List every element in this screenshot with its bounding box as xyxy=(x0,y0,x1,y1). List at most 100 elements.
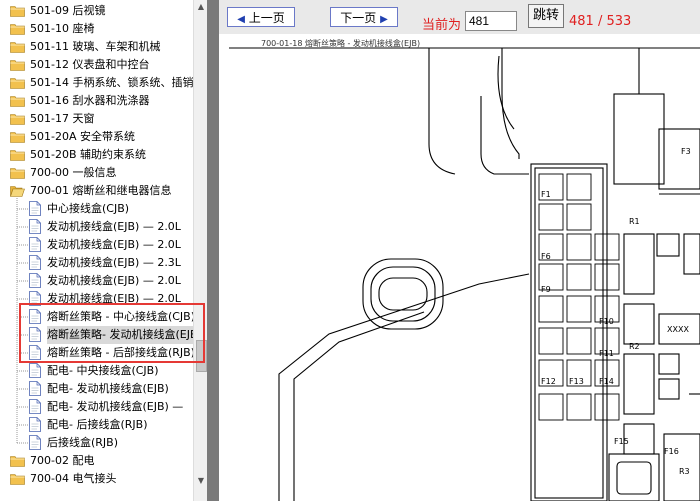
tree-item-label: 700-02 配电 xyxy=(30,454,95,467)
document-icon xyxy=(29,273,41,288)
tree-document-item[interactable]: 发动机接线盒(EJB) — 2.3L xyxy=(0,254,193,272)
tree-vertical-scrollbar[interactable]: ▲ ▼ xyxy=(193,0,207,501)
document-icon xyxy=(29,237,41,252)
tree-item-label: 发动机接线盒(EJB) — 2.0L xyxy=(47,274,181,287)
highlight-callout-box xyxy=(19,303,205,363)
document-icon xyxy=(29,327,41,342)
tree-document-item[interactable]: 发动机接线盒(EJB) — 2.0L xyxy=(0,272,193,290)
document-viewer: ◀ 上一页 下一页 ▶ 当前为 跳转 481 / 533 700-01-18 熔… xyxy=(219,0,700,501)
document-page: 700-01-18 熔断丝策略 - 发动机接线盒(EJB) xyxy=(219,34,700,501)
prev-page-button[interactable]: ◀ 上一页 xyxy=(227,7,295,27)
tree-item-label: 501-20A 安全带系统 xyxy=(30,130,135,143)
pane-splitter[interactable] xyxy=(207,0,219,501)
tree-item-label: 熔断丝策略 - 后部接线盒(RJB) xyxy=(47,346,193,359)
tree-item-label: 配电- 中央接线盒(CJB) xyxy=(47,364,159,377)
tree-folder-item[interactable]: 501-16 刮水器和洗涤器 xyxy=(0,92,193,110)
arrow-right-icon: ▶ xyxy=(380,14,388,25)
tree-item-label: 熔断丝策略- 发动机接线盒(EJB) xyxy=(47,326,193,344)
folder-icon xyxy=(10,455,25,467)
tree-document-item[interactable]: 中心接线盒(CJB) xyxy=(0,200,193,218)
next-page-label: 下一页 xyxy=(340,11,377,25)
folder-icon xyxy=(10,95,25,107)
tree-folder-item[interactable]: 501-14 手柄系统、锁系统、插销 xyxy=(0,74,193,92)
label-f6: F6 xyxy=(541,252,551,261)
tree-item-label: 501-17 天窗 xyxy=(30,112,95,125)
tree-item-label: 501-14 手柄系统、锁系统、插销 xyxy=(30,76,193,89)
tree-item-label: 发动机接线盒(EJB) — 2.0L xyxy=(47,238,181,251)
page-count: 481 / 533 xyxy=(569,14,632,29)
page-toolbar: ◀ 上一页 下一页 ▶ 当前为 跳转 481 / 533 xyxy=(219,0,700,34)
label-f9: F9 xyxy=(541,285,551,294)
tree-document-item[interactable]: 配电- 后接线盒(RJB) xyxy=(0,416,193,434)
jump-button[interactable]: 跳转 xyxy=(528,4,564,28)
scroll-up-arrow-icon[interactable]: ▲ xyxy=(197,2,205,11)
label-f10: F10 xyxy=(599,317,614,326)
document-icon xyxy=(29,345,41,360)
document-header: 700-01-18 熔断丝策略 - 发动机接线盒(EJB) xyxy=(261,39,421,48)
navigation-tree: 501-09 后视镜 501-10 座椅 501-11 玻璃、车架和机械 501-12… xyxy=(0,0,193,501)
tree-document-item[interactable]: 发动机接线盒(EJB) — 2.0L xyxy=(0,290,193,308)
label-r3: R3 xyxy=(679,467,690,476)
document-icon xyxy=(29,381,41,396)
tree-document-item[interactable]: 发动机接线盒(EJB) — 2.0L xyxy=(0,218,193,236)
tree-item-label: 中心接线盒(CJB) xyxy=(47,202,130,215)
tree-document-item[interactable]: 配电- 发动机接线盒(EJB) xyxy=(0,380,193,398)
tree-document-item[interactable]: 后接线盒(RJB) xyxy=(0,434,193,452)
tree-item-label: 发动机接线盒(EJB) — 2.3L xyxy=(47,256,181,269)
tree-item-label: 501-16 刮水器和洗涤器 xyxy=(30,94,150,107)
folder-open-icon xyxy=(10,185,25,197)
tree-folder-item[interactable]: 700-04 电气接头 xyxy=(0,470,193,488)
tree-document-item[interactable]: 配电- 发动机接线盒(EJB) — xyxy=(0,398,193,416)
tree-item-label: 700-04 电气接头 xyxy=(30,472,117,485)
tree-folder-item[interactable]: 700-01 熔断丝和继电器信息 xyxy=(0,182,193,200)
tree-document-item[interactable]: 配电- 中央接线盒(CJB) xyxy=(0,362,193,380)
tree-folder-item[interactable]: 700-00 一般信息 xyxy=(0,164,193,182)
tree-item-label: 700-00 一般信息 xyxy=(30,166,117,179)
scroll-down-arrow-icon[interactable]: ▼ xyxy=(197,476,205,485)
prev-page-label: 上一页 xyxy=(248,11,285,25)
label-f11: F11 xyxy=(599,349,614,358)
next-page-button[interactable]: 下一页 ▶ xyxy=(330,7,398,27)
scrollbar-thumb[interactable] xyxy=(196,340,207,372)
document-icon xyxy=(29,201,41,216)
tree-folder-item[interactable]: 501-09 后视镜 xyxy=(0,2,193,20)
tree-document-item[interactable]: 熔断丝策略- 发动机接线盒(EJB) xyxy=(0,326,193,344)
tree-folder-item[interactable]: 501-12 仪表盘和中控台 xyxy=(0,56,193,74)
label-f1: F1 xyxy=(541,190,551,199)
tree-folder-item[interactable]: 501-10 座椅 xyxy=(0,20,193,38)
tree-item-label: 501-10 座椅 xyxy=(30,22,95,35)
tree-folder-item[interactable]: 501-11 玻璃、车架和机械 xyxy=(0,38,193,56)
label-f16: F16 xyxy=(664,447,679,456)
document-icon xyxy=(29,219,41,234)
document-icon xyxy=(29,363,41,378)
tree-item-label: 发动机接线盒(EJB) — 2.0L xyxy=(47,292,181,305)
folder-icon xyxy=(10,5,25,17)
tree-item-label: 501-09 后视镜 xyxy=(30,4,106,17)
page-number-input[interactable] xyxy=(465,11,517,31)
tree-item-label: 501-11 玻璃、车架和机械 xyxy=(30,40,161,53)
tree-document-item[interactable]: 熔断丝策略 - 后部接线盒(RJB) xyxy=(0,344,193,362)
document-icon xyxy=(29,255,41,270)
label-r1: R1 xyxy=(629,217,640,226)
folder-icon xyxy=(10,149,25,161)
folder-icon xyxy=(10,59,25,71)
label-f15: F15 xyxy=(614,437,629,446)
document-icon xyxy=(29,291,41,306)
tree-item-label: 501-12 仪表盘和中控台 xyxy=(30,58,150,71)
document-icon xyxy=(29,435,41,450)
tree-folder-item[interactable]: 700-02 配电 xyxy=(0,452,193,470)
folder-icon xyxy=(10,167,25,179)
folder-icon xyxy=(10,41,25,53)
tree-folder-item[interactable]: 501-20A 安全带系统 xyxy=(0,128,193,146)
tree-item-label: 700-01 熔断丝和继电器信息 xyxy=(30,184,172,197)
document-icon xyxy=(29,399,41,414)
tree-document-item[interactable]: 发动机接线盒(EJB) — 2.0L xyxy=(0,236,193,254)
tree-folder-item[interactable]: 501-17 天窗 xyxy=(0,110,193,128)
tree-document-item[interactable]: 熔断丝策略 - 中心接线盒(CJB) xyxy=(0,308,193,326)
navigation-tree-pane: 501-09 后视镜 501-10 座椅 501-11 玻璃、车架和机械 501-12… xyxy=(0,0,207,501)
folder-icon xyxy=(10,113,25,125)
label-f13: F13 xyxy=(569,377,584,386)
tree-folder-item[interactable]: 501-20B 辅助约束系统 xyxy=(0,146,193,164)
folder-icon xyxy=(10,23,25,35)
tree-item-label: 后接线盒(RJB) xyxy=(47,436,119,449)
